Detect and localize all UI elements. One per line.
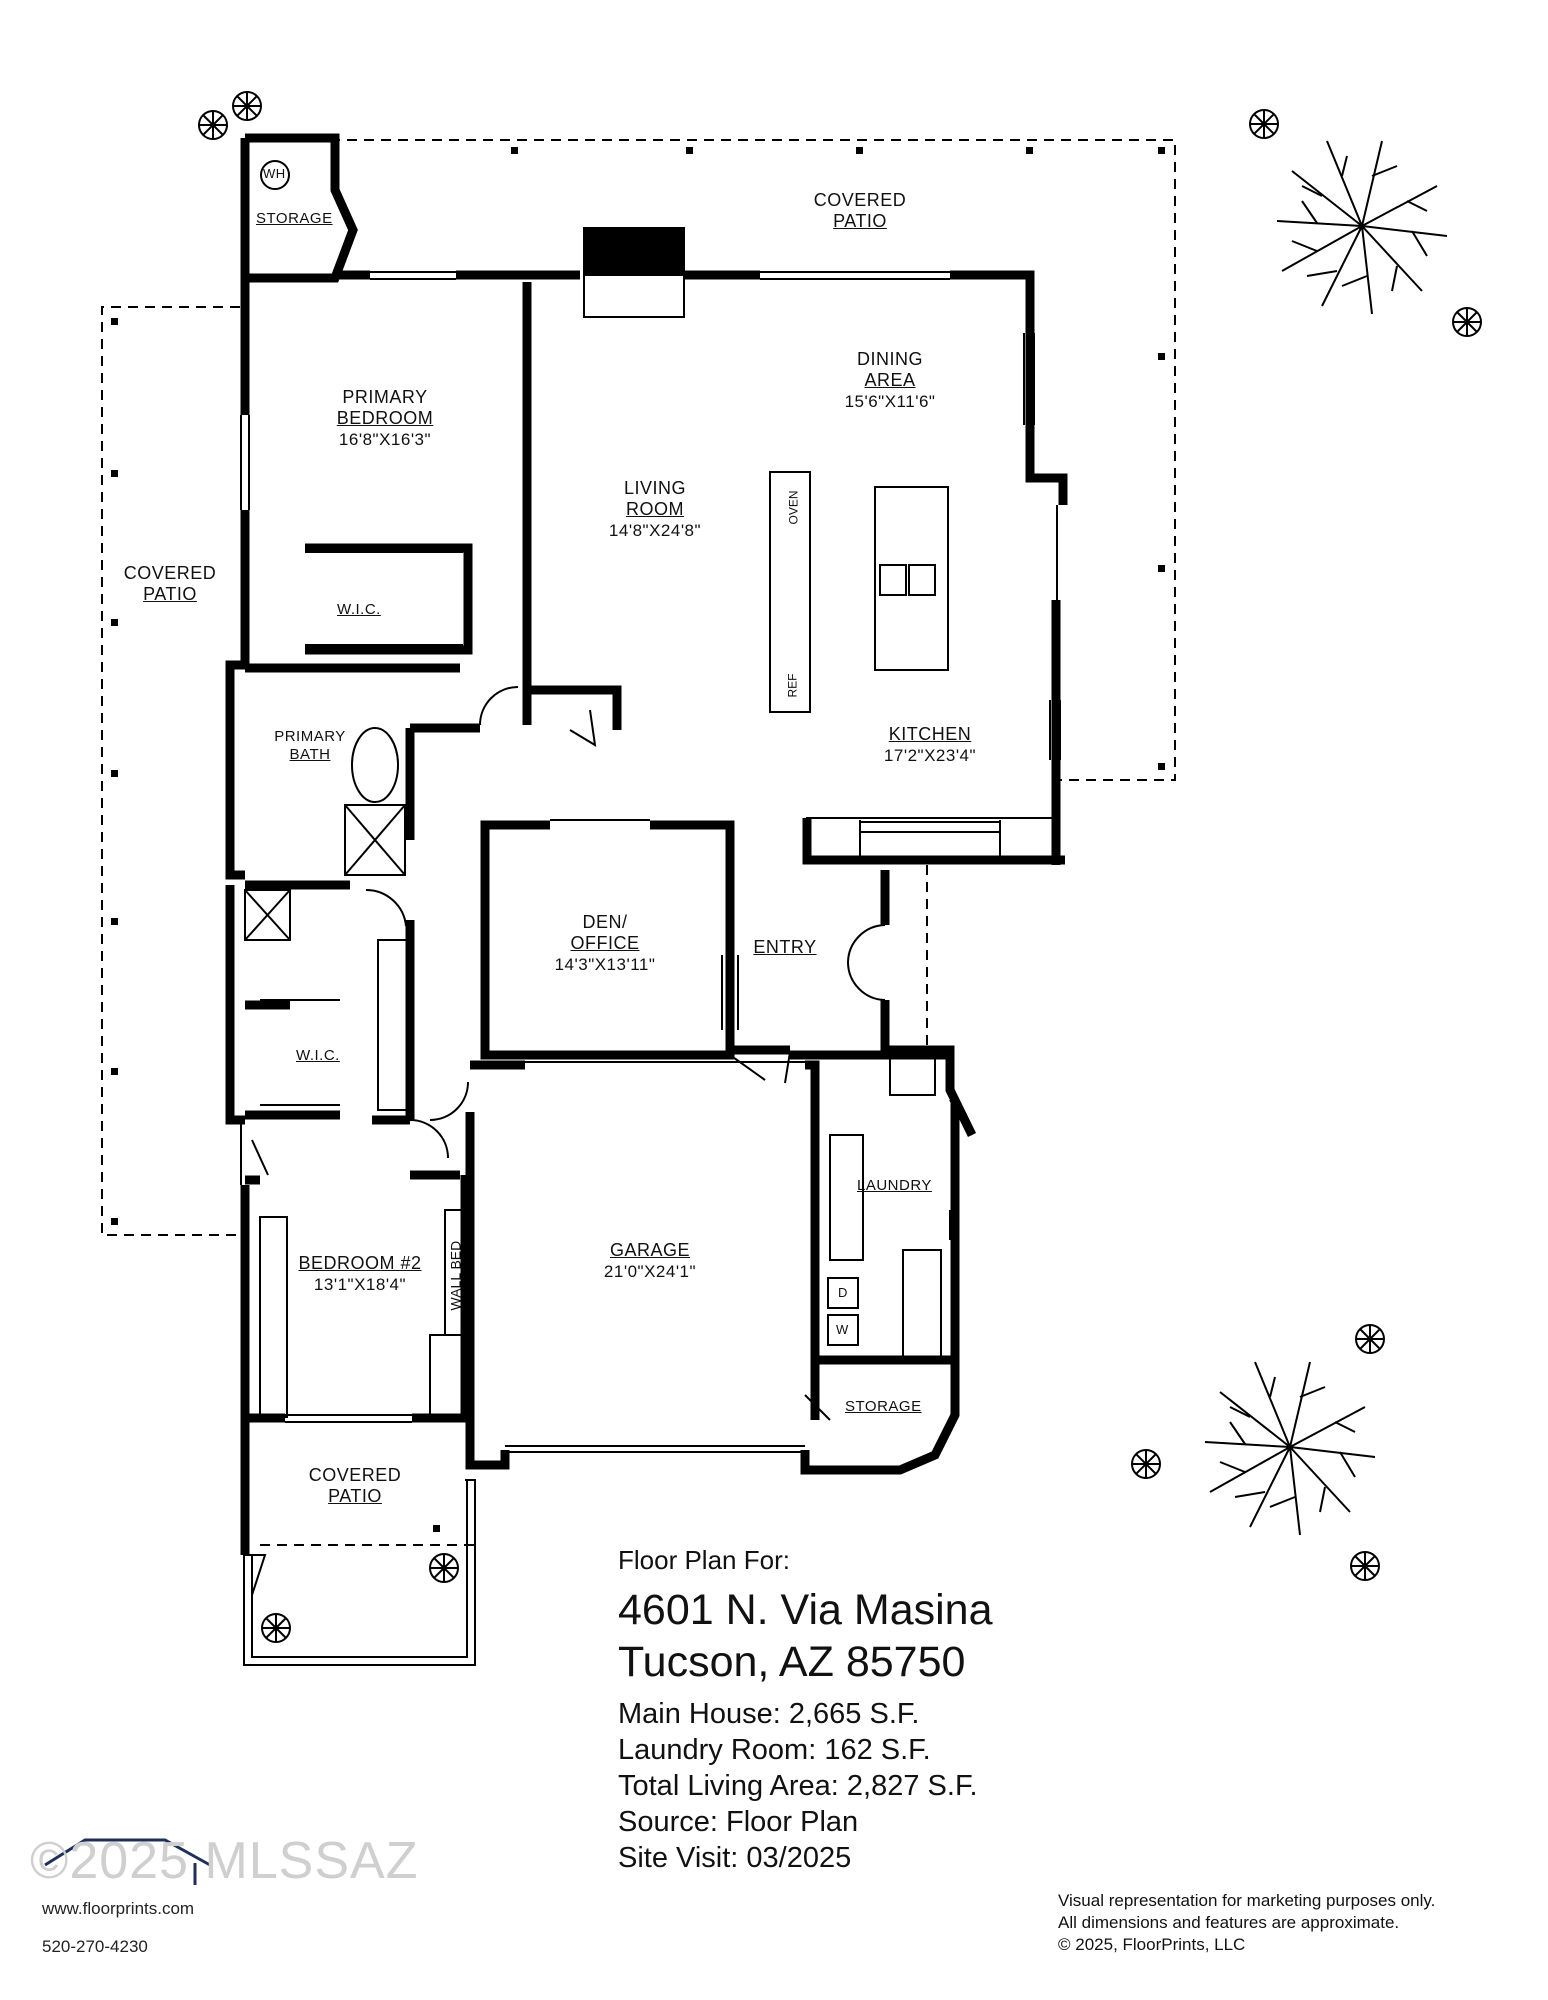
washer [827,1314,859,1346]
laundry-counter [829,1134,864,1261]
wall-laundry [790,1050,977,1137]
patio-posts [111,147,1165,1532]
shrub-icon [232,91,262,121]
label-den-office: DEN/ OFFICE 14'3"x13'11" [554,912,656,974]
disclaimer: Visual representation for marketing purp… [1058,1890,1528,1956]
wall-west-mid [225,510,250,880]
shower-primary [344,804,406,876]
patio-outlines [101,139,1176,1236]
shrub-icon [1131,1449,1161,1479]
mls-watermark: ©2025 MLSSAZ [30,1832,419,1890]
wall-kitchen-south [802,818,1065,865]
landscaping [198,91,1482,1643]
wall-wic-primary [305,543,473,655]
wall-laundry-west [810,1100,955,1365]
brand-phone: 520-270-4230 [42,1937,148,1956]
label-storage-top: STORAGE [256,210,333,227]
shrub-icon [429,1553,459,1583]
covered-patio-left-outline [101,306,240,1236]
shrub-icon [1350,1551,1380,1581]
label-dining-area: DINING AREA 15'6"x11'6" [844,349,936,411]
disclaimer-line3: © 2025, FloorPrints, LLC [1058,1935,1246,1954]
thin-lines [240,160,1061,1666]
label-wic-primary: W.I.C. [337,601,381,618]
walls [225,133,1068,1555]
brand-website: www.floorprints.com [42,1899,195,1918]
wall-closet-living [530,685,622,730]
kitchen-south-counter [806,817,1058,859]
label-washer: W [836,1322,849,1337]
fireplace [583,227,685,279]
info-address-line2: Tucson, AZ 85750 [618,1638,966,1686]
kitchen-counter [769,471,811,713]
info-for: Floor Plan For: [618,1545,790,1575]
info-laundry-room: Laundry Room: 162 S.F. [618,1734,931,1766]
floorprints-logo [44,1838,211,1885]
label-kitchen: KITCHEN 17'2"x23'4" [883,724,977,765]
label-entry: ENTRY [753,937,817,957]
info-main-house: Main House: 2,665 S.F. [618,1698,920,1730]
label-ref: REF [785,673,800,698]
covered-patio-top-outline [245,139,1176,781]
label-dryer: D [838,1285,848,1300]
shrub-icon [1452,307,1482,337]
disclaimer-line1: Visual representation for marketing purp… [1058,1891,1436,1910]
label-wic-second: W.I.C. [296,1047,340,1064]
door-swings [245,686,973,1596]
label-oven: OVEN [786,490,801,525]
wall-den [480,820,735,1060]
tree-icon [1204,1361,1376,1536]
wall-west-lower [225,885,245,1125]
shrub-icon [1249,109,1279,139]
shrub-icon [198,110,228,140]
label-storage-bottom: STORAGE [845,1398,922,1415]
label-living-room: LIVING ROOM 14'8"x24'8" [608,478,702,540]
disclaimer-line2: All dimensions and features are approxim… [1058,1913,1400,1932]
info-address-line1: 4601 N. Via Masina [618,1586,993,1634]
kitchen-sink [879,564,907,596]
dryer [827,1277,859,1309]
wall-north-d [950,270,1068,505]
floor-plan-info: Floor Plan For: 4601 N. Via Masina Tucso… [618,1545,1138,1876]
label-bedroom-2: BEDROOM #2 13'1"x18'4" [298,1253,422,1294]
label-covered-patio-top: COVERED PATIO [813,190,907,231]
info-source: Source: Floor Plan [618,1806,859,1838]
label-primary-bedroom: PRIMARY BEDROOM 16'8"x16'3" [336,387,434,449]
tree-icon [1276,140,1448,315]
label-water-heater: WH [263,166,286,181]
wall-storage [245,133,358,283]
label-garage: GARAGE 21'0"x24'1" [603,1240,697,1281]
info-site-visit: Site Visit: 03/2025 [618,1842,852,1874]
label-covered-patio-left: COVERED PATIO [123,563,217,604]
fireplace-hearth [583,274,685,318]
label-wall-bed: WALL BED [447,1240,464,1311]
kitchen-island [874,486,949,671]
shrub-icon [261,1613,291,1643]
bathtub [351,727,399,803]
water-heater [260,160,290,190]
wall-garage-west [465,1112,510,1470]
info-total-living: Total Living Area: 2,827 S.F. [618,1770,978,1802]
shrub-icon [1355,1324,1385,1354]
shower-second [244,889,291,941]
label-laundry: LAUNDRY [857,1177,932,1194]
label-covered-patio-bottom: COVERED PATIO [308,1465,402,1506]
label-primary-bath: PRIMARY BATH [274,728,346,763]
